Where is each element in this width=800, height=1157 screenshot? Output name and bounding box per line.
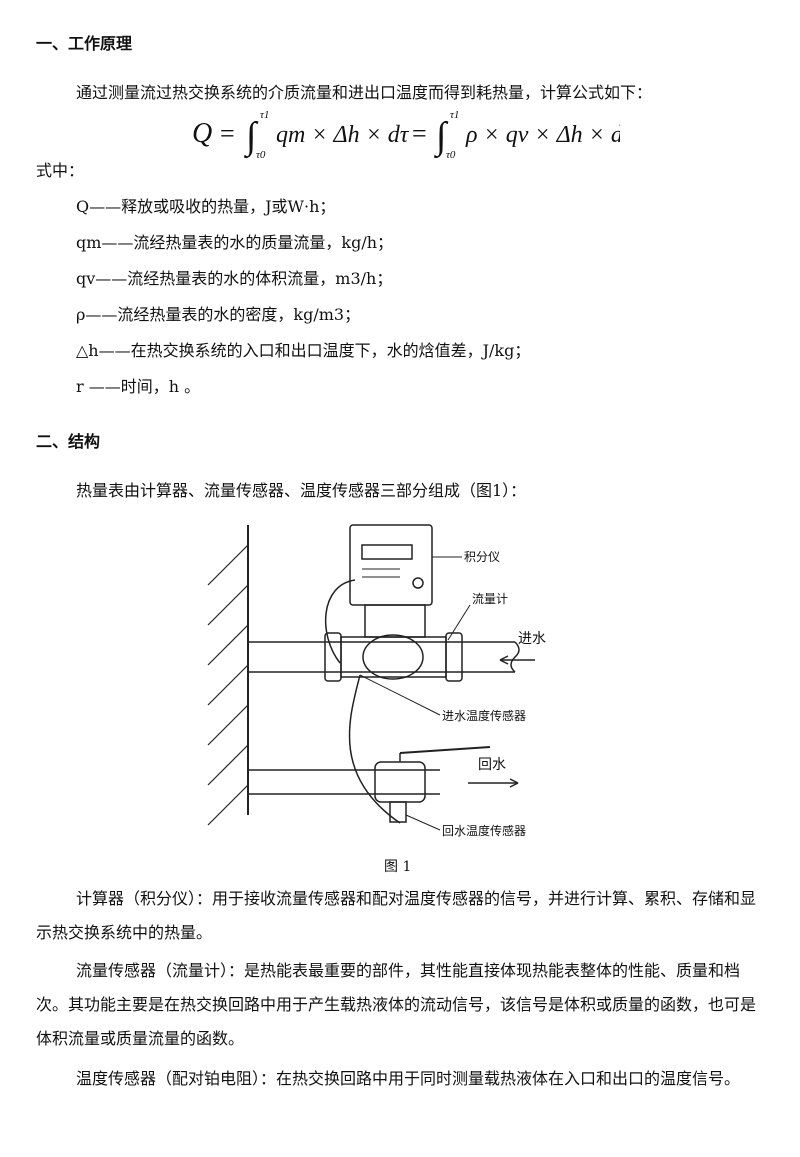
- calculator-button: [412, 577, 424, 589]
- integral-sign-1: ∫: [244, 115, 259, 159]
- heat-formula: Q = ∫ τ1 τ0 qm × Δh × dτ = ∫ τ1 τ0 ρ × q…: [192, 109, 620, 161]
- para-temp-sensor: 温度传感器（配对铂电阻）：在热交换回路中用于同时测量载热液体在入口和出口的温度信…: [76, 1069, 741, 1088]
- meter-neck: [364, 604, 426, 638]
- formula-lower2: τ0: [446, 149, 456, 161]
- formula-upper2: τ1: [450, 109, 459, 121]
- para-flow-sensor: 流量传感器（流量计）：是热能表最重要的部件，其性能直接体现热能表整体的性能、质量…: [36, 961, 757, 1048]
- label-return: 回水: [478, 757, 506, 773]
- def-qv: qv——流经热量表的水的体积流量，m3/h；: [76, 269, 393, 288]
- def-time: r ——时间，h 。: [76, 377, 201, 396]
- def-q: Q——释放或吸收的热量，J或W·h；: [76, 197, 336, 216]
- calculator-head: [349, 524, 433, 606]
- formula-upper1: τ1: [260, 109, 269, 121]
- section1-heading: 一、工作原理: [36, 34, 133, 53]
- valve-handle: [399, 746, 491, 754]
- para-calculator: 计算器（积分仪）：用于接收流量传感器和配对温度传感器的信号，并进行计算、累积、存…: [36, 889, 757, 942]
- def-qm: qm——流经热量表的水的质量流量，kg/h；: [76, 233, 394, 252]
- section1-intro: 通过测量流过热交换系统的介质流量和进出口温度而得到耗热量，计算公式如下：: [76, 83, 653, 102]
- label-integrator: 积分仪: [464, 550, 500, 564]
- def-dh: △h——在热交换系统的入口和出口温度下，水的焓值差，J/kg；: [76, 341, 531, 360]
- flange-left: [324, 632, 342, 682]
- label-flowmeter: 流量计: [472, 592, 508, 606]
- meter-bulge: [362, 634, 424, 680]
- integral-sign-2: ∫: [434, 115, 449, 159]
- calculator-display: [361, 544, 413, 560]
- heat-meter-diagram: 积分仪 流量计 进水 进水温度传感器 回水 回水温度传感器: [207, 524, 546, 838]
- label-inlet-sensor: 进水温度传感器: [442, 708, 526, 723]
- section2-heading: 二、结构: [36, 432, 101, 451]
- section2-intro: 热量表由计算器、流量传感器、温度传感器三部分组成（图1）：: [76, 481, 527, 500]
- formula-eq1: =: [220, 119, 235, 148]
- formula-lower1: τ0: [256, 149, 266, 161]
- formula-lhs: Q: [192, 118, 212, 149]
- label-return-sensor: 回水温度传感器: [442, 823, 526, 838]
- formula-term1: qm × Δh × dτ: [276, 122, 410, 148]
- inlet-pipe-break: [510, 641, 520, 673]
- formula-eq2: =: [412, 119, 427, 148]
- where-label: 式中：: [36, 161, 85, 180]
- valve-body: [374, 761, 426, 803]
- label-inlet: 进水: [518, 631, 546, 647]
- wall-hatch: [207, 544, 249, 826]
- sensor-cable: [324, 579, 401, 824]
- formula-term2: ρ × qv × Δh × dτ: [465, 122, 620, 148]
- meter-body: [340, 636, 447, 678]
- figure-caption: 图 1: [384, 859, 412, 875]
- return-sensor: [389, 801, 407, 823]
- def-rho: ρ——流经热量表的水的密度，kg/m3；: [76, 305, 361, 324]
